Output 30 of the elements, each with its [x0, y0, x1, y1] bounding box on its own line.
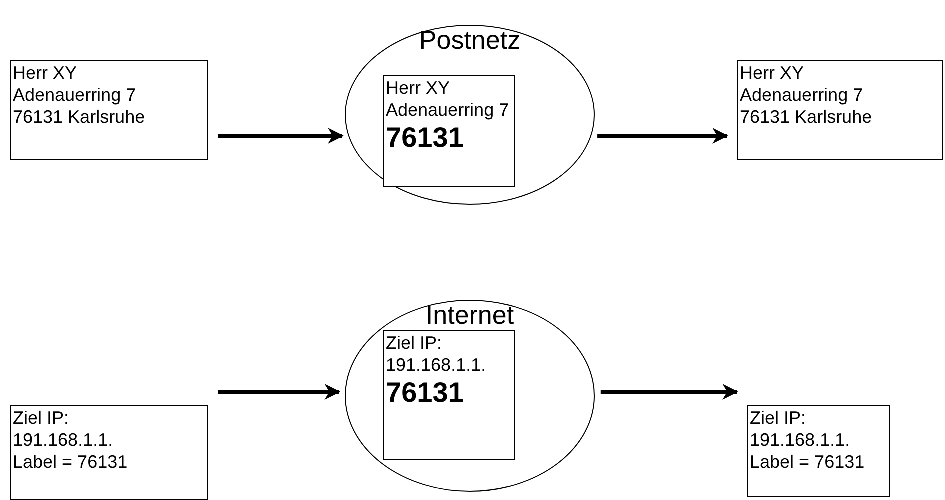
address-box [383, 330, 515, 460]
address-line: Adenauerring 7 [13, 84, 138, 106]
arrow [218, 384, 341, 400]
network-title: Internet [424, 300, 516, 331]
address-line: Herr XY [740, 62, 806, 84]
address-line: 76131 Karlsruhe [13, 106, 146, 128]
address-line: Ziel IP: [750, 407, 808, 429]
address-line: Herr XY [13, 62, 78, 84]
address-line: Herr XY [386, 77, 452, 99]
address-box [737, 60, 943, 160]
address-line: 191.168.1.1. [750, 429, 852, 451]
arrow [600, 384, 739, 400]
arrow [598, 128, 729, 144]
address-line: Label = 76131 [13, 451, 129, 473]
postal-code: 76131 [386, 376, 465, 410]
address-line: 76131 Karlsruhe [740, 106, 874, 128]
address-line: 191.168.1.1. [13, 429, 114, 451]
address-box [10, 60, 208, 160]
address-box [10, 405, 208, 500]
address-line: Adenauerring 7 [386, 99, 510, 121]
arrow [218, 128, 344, 144]
network-title: Postnetz [418, 25, 522, 56]
address-line: 191.168.1.1. [386, 354, 488, 376]
postal-code: 76131 [386, 121, 465, 155]
address-line: Adenauerring 7 [740, 84, 864, 106]
address-box [747, 405, 890, 497]
address-box [383, 75, 515, 187]
address-line: Ziel IP: [386, 332, 444, 354]
address-line: Label = 76131 [750, 451, 866, 473]
address-line: Ziel IP: [13, 407, 70, 429]
